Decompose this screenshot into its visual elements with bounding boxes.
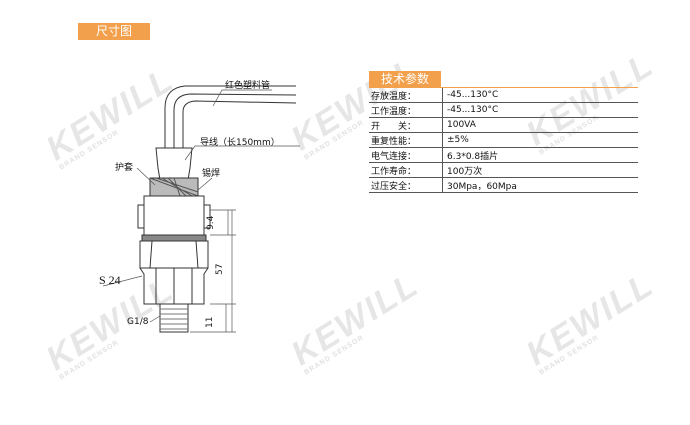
spec-key: 电气连接：: [369, 147, 443, 163]
dim-57: 57: [215, 263, 225, 275]
spec-value: -45...130°C: [442, 88, 638, 103]
spec-key: 存放温度：: [369, 88, 443, 103]
spec-value: 100万次: [442, 162, 638, 178]
spec-row: 存放温度：-45...130°C: [369, 88, 638, 103]
spec-value: ±5%: [442, 132, 638, 148]
spec-tab: 技术参数: [369, 71, 441, 88]
spec-row: 过压安全：30Mpa，60Mpa: [369, 177, 638, 193]
label-wire: 导线（长150mm）: [200, 138, 280, 148]
label-hex-size: S 24: [99, 273, 121, 287]
label-thread: G1/8: [127, 317, 149, 327]
spec-value: 6.3*0.8插片: [442, 147, 638, 163]
spec-key: 过压安全：: [369, 177, 443, 193]
dim-11: 11: [205, 316, 215, 328]
spec-key: 开 关：: [369, 117, 443, 133]
spec-row: 工作寿命：100万次: [369, 162, 638, 178]
spec-value: -45...130°C: [442, 102, 638, 118]
spec-key: 工作温度：: [369, 102, 443, 118]
spec-divider: [369, 87, 638, 88]
spec-row: 工作温度：-45...130°C: [369, 102, 638, 118]
spec-key: 工作寿命：: [369, 162, 443, 178]
spec-row: 重复性能：±5%: [369, 132, 638, 148]
label-sleeve: 护套: [115, 163, 134, 173]
spec-value: 30Mpa，60Mpa: [442, 177, 638, 193]
spec-value: 100VA: [442, 117, 638, 133]
spec-row: 开 关：100VA: [369, 117, 638, 133]
dimension-drawing-tab: 尺寸图: [78, 23, 150, 40]
dim-9-4: 9.4: [206, 215, 216, 230]
spec-row: 电气连接：6.3*0.8插片: [369, 147, 638, 163]
label-red-tube: 红色塑料管: [225, 81, 271, 91]
spec-key: 重复性能：: [369, 132, 443, 148]
label-tin-solder: 锡焊: [202, 169, 221, 179]
